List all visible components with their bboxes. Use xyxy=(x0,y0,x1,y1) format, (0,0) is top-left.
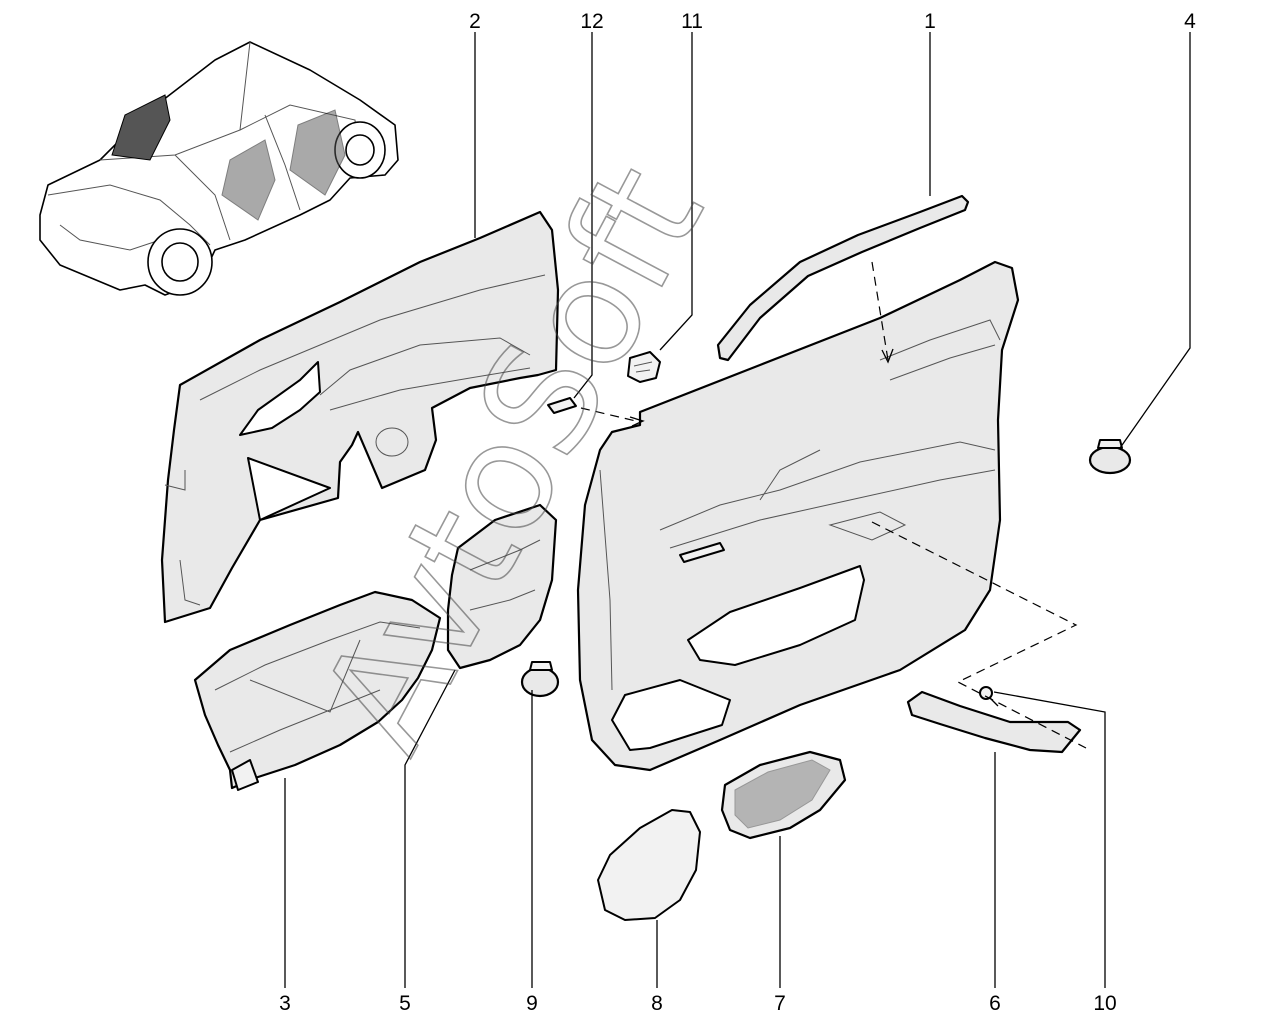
callout-1: 1 xyxy=(924,10,936,33)
part-8-speaker-seal xyxy=(597,809,701,921)
part-10-screw xyxy=(979,686,999,707)
callout-5: 5 xyxy=(399,992,411,1015)
leader-lines xyxy=(284,32,1191,988)
callout-10: 10 xyxy=(1093,992,1116,1015)
part-5-armrest-insert xyxy=(446,503,558,670)
callout-2: 2 xyxy=(469,10,481,33)
callout-11: 11 xyxy=(681,10,703,33)
part-12-pad xyxy=(547,397,577,414)
part-3-door-pocket xyxy=(193,590,442,791)
callout-8: 8 xyxy=(651,992,663,1015)
callout-6: 6 xyxy=(989,992,1001,1015)
part-9-clip xyxy=(520,661,560,698)
callout-labels: 1 2 3 4 5 6 7 8 9 10 11 12 xyxy=(279,10,1196,1015)
callout-4: 4 xyxy=(1184,10,1196,33)
callout-7: 7 xyxy=(774,992,786,1015)
door-trim-panel xyxy=(576,260,1020,772)
part-11-clip xyxy=(627,351,661,383)
callout-9: 9 xyxy=(526,992,538,1015)
part-6-handle-trim xyxy=(906,690,1082,754)
callout-12: 12 xyxy=(580,10,603,33)
part-2-door-insulator xyxy=(160,210,560,624)
car-thumbnail xyxy=(39,41,399,296)
part-7-speaker-grille xyxy=(720,750,847,840)
part-1-window-seal xyxy=(716,194,970,362)
assembly-lines xyxy=(580,261,1087,749)
callout-3: 3 xyxy=(279,992,291,1015)
part-4-plug xyxy=(1088,439,1132,475)
